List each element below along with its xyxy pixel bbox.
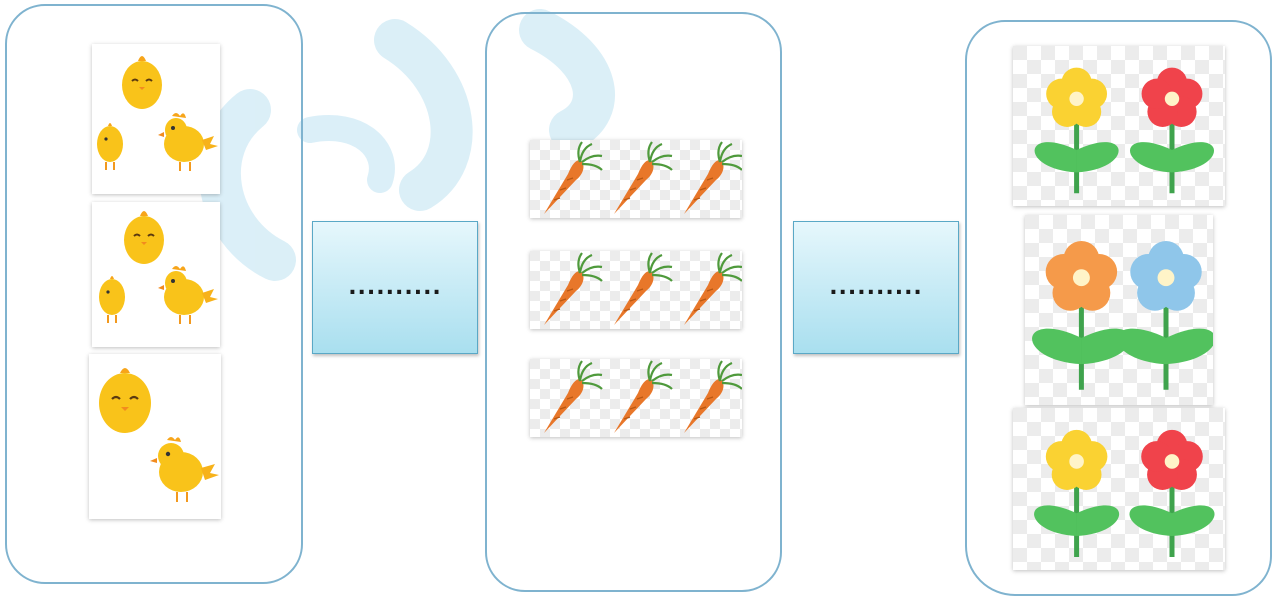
chick-icon	[158, 113, 218, 171]
chick-icon	[122, 56, 162, 109]
chick-icon	[150, 437, 219, 502]
chick-card-1	[92, 44, 220, 194]
carrot-card-1	[530, 140, 742, 218]
panel-chicks	[5, 4, 303, 584]
panel-flowers	[965, 20, 1272, 596]
answer-box-2[interactable]: ..........	[793, 221, 959, 354]
panel-carrots	[485, 12, 782, 592]
answer-placeholder: ..........	[829, 275, 923, 300]
answer-box-1[interactable]: ..........	[312, 221, 478, 354]
chick-icon	[97, 123, 123, 170]
chick-card-2	[92, 202, 220, 347]
flower-card-1	[1013, 46, 1225, 206]
carrot-card-3	[530, 359, 742, 437]
answer-placeholder: ..........	[348, 275, 442, 300]
chick-icon	[158, 266, 218, 324]
flower-card-3	[1013, 408, 1225, 570]
chick-icon	[99, 368, 151, 433]
chick-icon	[99, 276, 125, 323]
chick-icon	[124, 211, 164, 264]
flower-card-2	[1025, 215, 1213, 405]
carrot-card-2	[530, 251, 742, 329]
chick-card-3	[89, 354, 221, 519]
